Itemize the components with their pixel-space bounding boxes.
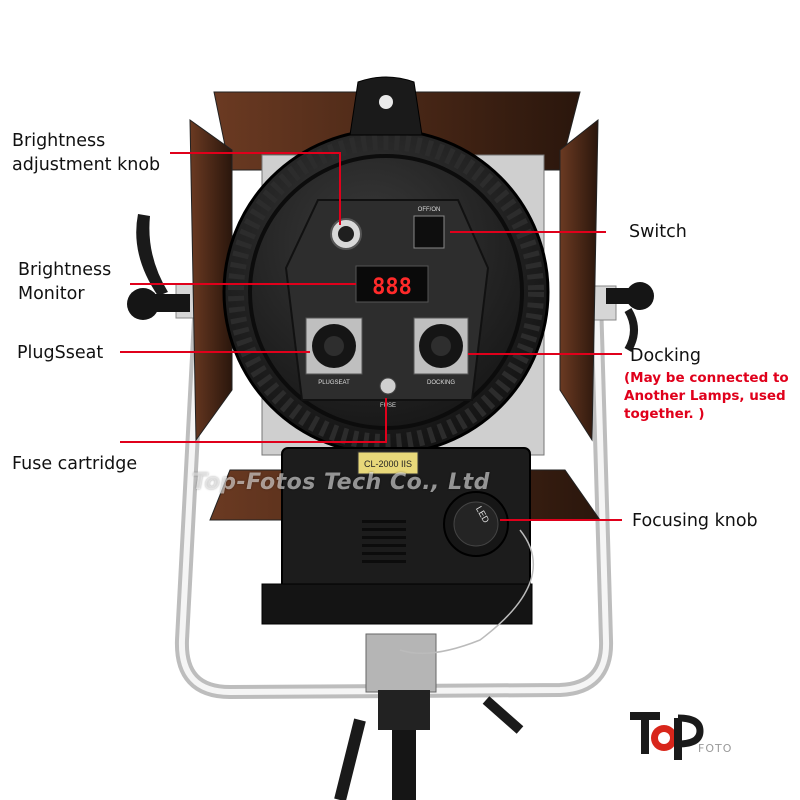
brightness-knob-callout: [170, 152, 341, 225]
control-panel: OFF/ON 888 PLUGSEAT DOCKING FUSE: [284, 199, 490, 409]
focusing-knob[interactable]: LED: [443, 491, 509, 557]
topfoto-logo-word: FOTO: [698, 742, 733, 755]
watermark-text: Top-Fotos Tech Co., Ltd: [192, 470, 490, 495]
brightness-knob-label-line2: adjustment knob: [12, 155, 161, 175]
docking-note-line2: Another Lamps, used: [624, 388, 786, 404]
fuse-panel-text: FUSE: [380, 403, 396, 409]
switch-off-on-text: OFF/ON: [418, 207, 441, 213]
docking-label: Docking: [630, 346, 701, 366]
ballast-housing: CL-2000 IIS: [261, 447, 533, 625]
switch-label: Switch: [629, 222, 687, 242]
display-digits: 888: [372, 275, 412, 300]
docking-note-line1: (May be connected to: [624, 370, 789, 386]
tilt-handles: [127, 214, 654, 353]
fuse-holder[interactable]: [379, 377, 397, 395]
plugseat-panel-text: PLUGSEAT: [318, 380, 350, 386]
fuse-callout: [120, 398, 387, 443]
brightness-knob-label-line1: Brightness: [12, 131, 106, 151]
topfoto-logo-mark: [630, 712, 704, 760]
focusing-knob-label: Focusing knob: [632, 511, 758, 531]
docking-note-line3: together. ): [624, 406, 705, 422]
brightness-monitor-label-line1: Brightness: [18, 260, 112, 280]
callout-lines: [120, 152, 622, 521]
docking-panel-text: DOCKING: [427, 380, 455, 386]
fuse-cartridge-label: Fuse cartridge: [12, 454, 138, 474]
brightness-monitor-label-line2: Monitor: [18, 284, 85, 304]
model-sticker-text: CL-2000 IIS: [364, 459, 412, 469]
power-switch[interactable]: [413, 215, 445, 249]
plug-seat-label: PlugSseat: [17, 343, 104, 363]
mount-stand: [334, 529, 535, 800]
